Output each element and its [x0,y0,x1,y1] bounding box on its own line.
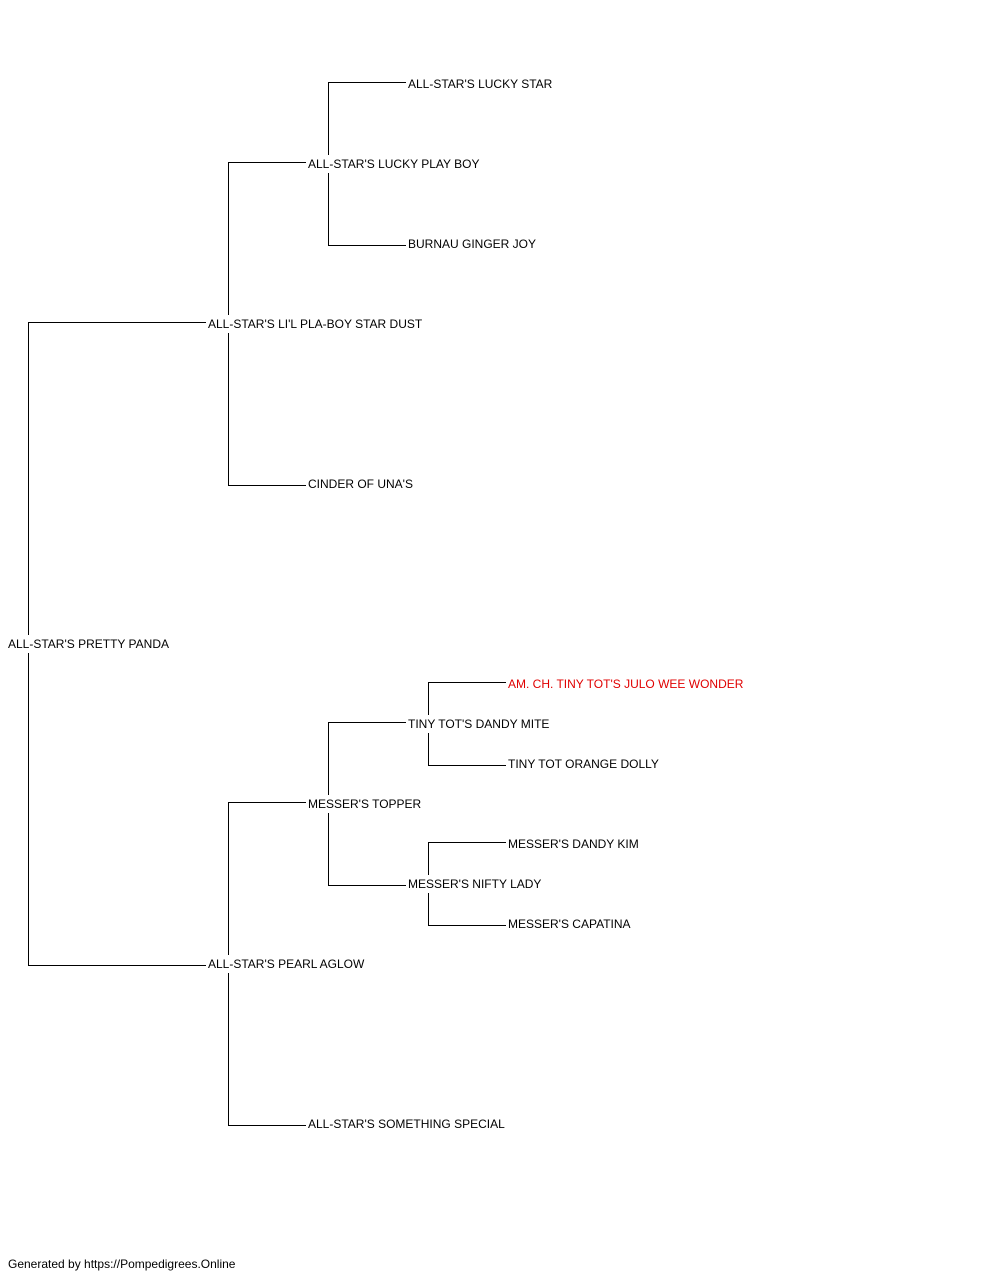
connector [428,925,506,926]
sire-sire: ALL-STAR'S LUCKY PLAY BOY [306,155,480,173]
dam-sire-sire-dam: TINY TOT ORANGE DOLLY [506,755,659,773]
connector [328,245,406,246]
generated-by-footer: Generated by https://Pompedigrees.Online [8,1257,236,1271]
sire-dam: CINDER OF UNA'S [306,475,413,493]
sire-sire-dam: BURNAU GINGER JOY [406,235,537,253]
subject-dog: ALL-STAR'S PRETTY PANDA [6,635,169,653]
connector [228,162,306,163]
dam-sire: MESSER'S TOPPER [306,795,422,813]
connector [228,802,306,803]
dam-sire-dam-dam: MESSER'S CAPATINA [506,915,631,933]
dam-sire-sire-sire-champion: AM. CH. TINY TOT'S JULO WEE WONDER [506,675,744,693]
connector [428,682,506,683]
dam-sire-dam: MESSER'S NIFTY LADY [406,875,542,893]
connector [428,765,506,766]
connector [28,965,206,966]
dam-dam: ALL-STAR'S SOMETHING SPECIAL [306,1115,505,1133]
connector [328,885,406,886]
sire: ALL-STAR'S LI'L PLA-BOY STAR DUST [206,315,423,333]
dam-sire-sire: TINY TOT'S DANDY MITE [406,715,550,733]
connector [328,722,406,723]
connector [328,82,406,83]
connector [228,485,306,486]
connector [428,842,506,843]
dam: ALL-STAR'S PEARL AGLOW [206,955,365,973]
sire-sire-sire: ALL-STAR'S LUCKY STAR [406,75,553,93]
connector [228,1125,306,1126]
connector [28,322,206,323]
dam-sire-dam-sire: MESSER'S DANDY KIM [506,835,639,853]
